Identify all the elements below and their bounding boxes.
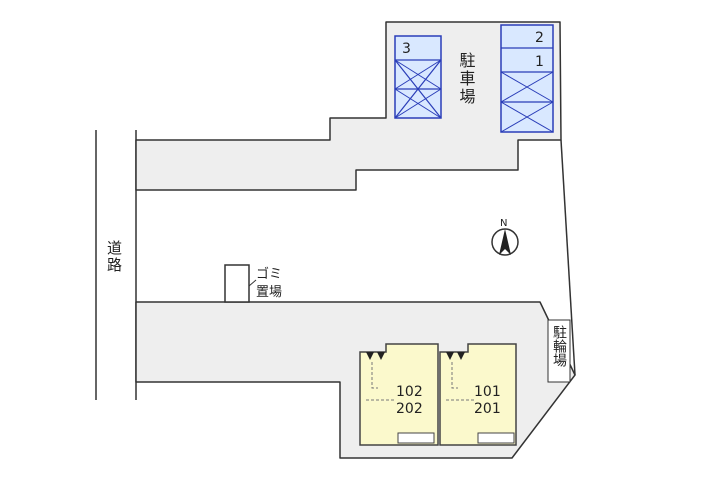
parking-space-3-number: 3 <box>402 41 411 57</box>
parking-space-1-number: 1 <box>535 54 544 70</box>
bicycle-parking-label: 駐輪場 <box>551 325 567 367</box>
entrance-arrow-icon <box>446 352 454 360</box>
parking-space-3 <box>394 35 442 119</box>
unit-101-number: 101 <box>474 384 501 400</box>
parking-space-2-1 <box>500 24 554 133</box>
garbage-leader-line <box>248 279 257 287</box>
north-label: N <box>500 218 507 229</box>
garbage-station <box>224 264 250 303</box>
unit-101-201 <box>439 343 517 446</box>
entrance-arrow-icon <box>366 352 374 360</box>
east-boundary-line <box>560 139 576 376</box>
upper-lot <box>135 21 562 191</box>
unit-102-number: 102 <box>396 384 423 400</box>
road-label: 道路 <box>105 240 123 274</box>
entrance-arrow-icon <box>377 352 385 360</box>
parking-label: 駐車場 <box>457 52 476 106</box>
north-compass-icon <box>491 228 519 256</box>
parking-space-2-number: 2 <box>535 30 544 46</box>
unit-202-number: 202 <box>396 401 423 417</box>
bicycle-parking-box <box>547 319 571 383</box>
unit-102-202 <box>359 343 439 446</box>
garbage-label: ゴミ 置場 <box>256 266 286 300</box>
entrance-arrow-icon <box>457 352 465 360</box>
unit-201-number: 201 <box>474 401 501 417</box>
